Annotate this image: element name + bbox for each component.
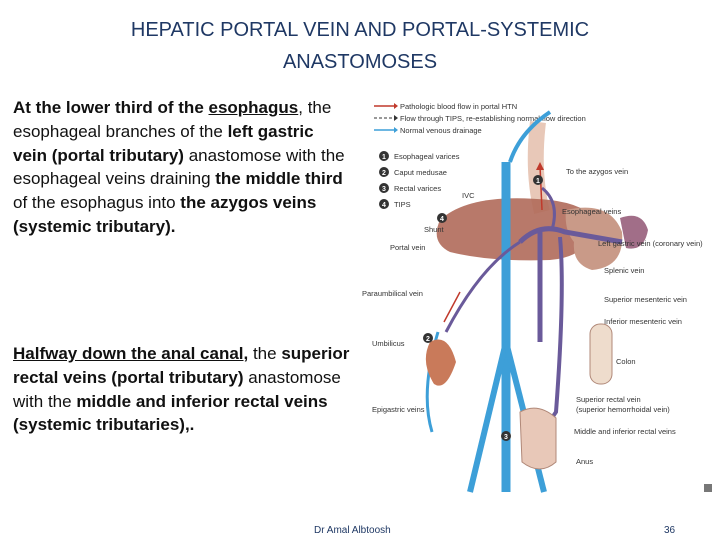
label-esophageal-veins: Esophageal veins — [562, 207, 621, 216]
legend-normal: Normal venous drainage — [400, 126, 482, 135]
site-4-number: 4 — [382, 202, 386, 209]
site-list: 1 Esophageal varices 2 Caput medusae 3 R… — [379, 151, 460, 209]
p1-text-3: , the esophageal branches of the — [13, 98, 332, 141]
site-3-label: Rectal varices — [394, 184, 441, 193]
rectum-shape — [519, 407, 557, 470]
liver-shape — [436, 198, 598, 261]
label-shunt: Shunt — [424, 225, 445, 234]
label-colon: Colon — [616, 357, 636, 366]
page-number: 36 — [664, 525, 676, 536]
caput-medusae-shape — [425, 339, 456, 386]
legend-tips: Flow through TIPS, re-establishing norma… — [400, 114, 586, 123]
label-umbilicus: Umbilicus — [372, 339, 405, 348]
left-gastric-vessel — [541, 186, 556, 231]
splenic-vein-vessel — [518, 226, 623, 245]
p2-text-anal-canal: Halfway down the anal canal, — [13, 344, 249, 363]
legend-pathologic: Pathologic blood flow in portal HTN — [400, 102, 517, 111]
label-left-gastric: Left gastric vein (coronary vein) — [598, 239, 703, 248]
label-anus: Anus — [576, 457, 593, 466]
label-azygos: To the azygos vein — [566, 167, 628, 176]
spleen-shape — [620, 215, 648, 249]
inferior-mesenteric-vessel — [530, 236, 564, 449]
p1-text-azygos: the azygos veins (systemic tributary). — [13, 193, 317, 236]
p2-text-middle-inferior: middle and inferior rectal veins (system… — [13, 391, 328, 435]
portal-hypertension-diagram: Pathologic blood flow in portal HTN Flow… — [362, 102, 703, 493]
anatomy-labels: To the azygos vein IVC Esophageal veins … — [362, 167, 703, 466]
p1-text-1: At the lower third of the — [13, 98, 209, 117]
p1-text-middle-third: the middle third — [215, 169, 343, 189]
azygos-vessel — [508, 110, 552, 163]
p2-text-2: the — [248, 344, 282, 363]
p1-text-left-gastric: left gastric vein (portal tributary) — [13, 121, 314, 165]
anatomy-drawing: 4 1 2 3 — [423, 110, 648, 493]
site-2-label: Caput medusae — [394, 168, 447, 177]
p1-text-esophagus: esophagus — [208, 98, 299, 117]
site-2-number: 2 — [382, 170, 386, 177]
title-line-1: HEPATIC PORTAL VEIN AND PORTAL-SYSTEMIC — [130, 19, 590, 41]
label-paraumbilical: Paraumbilical vein — [362, 289, 423, 298]
label-inf-mesenteric: Inferior mesenteric vein — [604, 317, 682, 326]
marker-1: 1 — [536, 178, 540, 185]
label-epigastric: Epigastric veins — [372, 405, 425, 414]
paraumbilical-vessel — [444, 240, 521, 333]
p1-text-5: anastomose with the esophageal veins dra… — [13, 145, 345, 189]
left-iliac-vessel — [467, 341, 509, 493]
umbilical-flow-arrow — [443, 291, 461, 323]
p2-text-4: anastomose with the — [13, 367, 341, 411]
label-splenic: Splenic vein — [604, 266, 644, 275]
site-1-label: Esophageal varices — [394, 152, 460, 161]
label-ivc: IVC — [462, 191, 475, 200]
site-1-number: 1 — [382, 154, 386, 161]
p2-text-superior-rectal: superior rectal veins (portal tributary) — [13, 344, 350, 387]
figure-corner-icon — [704, 484, 712, 492]
label-portal-vein: Portal vein — [390, 243, 425, 252]
label-mid-inf-rectal: Middle and inferior rectal veins — [574, 427, 676, 436]
marker-2: 2 — [426, 336, 430, 343]
title-line-2: ANASTOMOSES — [282, 51, 438, 73]
colon-shape — [589, 323, 613, 385]
marker-4: 4 — [440, 216, 444, 223]
label-sup-hemorrhoidal: (superior hemorrhoidal vein) — [576, 405, 670, 414]
rectal-anastomosis-paragraph: Halfway down the anal canal, the superio… — [13, 342, 351, 437]
varices-flow-arrow — [539, 165, 543, 211]
diagram-legend: Pathologic blood flow in portal HTN Flow… — [374, 102, 586, 135]
footer-author: Dr Amal Albtoosh — [314, 525, 391, 536]
label-sup-rectal: Superior rectal vein — [576, 395, 641, 404]
marker-3: 3 — [504, 434, 508, 441]
slide-title: HEPATIC PORTAL VEIN AND PORTAL-SYSTEMIC … — [30, 14, 690, 78]
label-sup-mesenteric: Superior mesenteric vein — [604, 295, 687, 304]
esophageal-anastomosis-paragraph: At the lower third of the esophagus, the… — [13, 96, 351, 239]
site-4-label: TIPS — [394, 200, 411, 209]
p1-text-7: of the esophagus into — [13, 193, 181, 213]
site-3-number: 3 — [382, 186, 386, 193]
